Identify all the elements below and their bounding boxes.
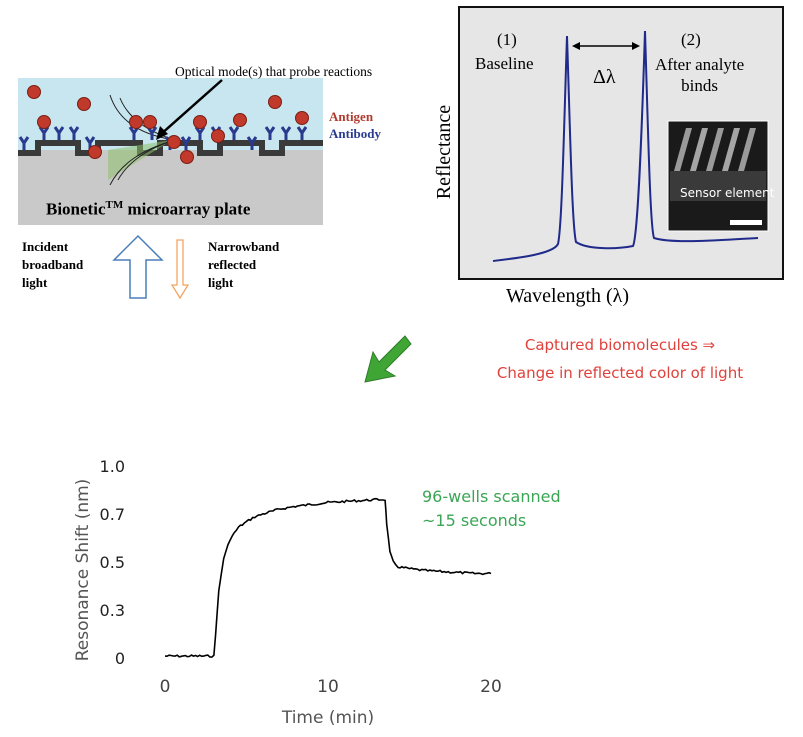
- spectrum-xlabel: Wavelength (λ): [506, 285, 630, 307]
- spectrum-plot: [492, 30, 769, 262]
- reflected-light-arrow: [170, 239, 190, 300]
- biosensor-schematic: [18, 78, 323, 300]
- peak1-number: (1): [497, 30, 517, 49]
- caption-line1: Captured biomolecules ⇒: [524, 336, 716, 354]
- incident-light-label: Incident broadband light: [22, 239, 84, 290]
- shift-arrowhead-right: [632, 42, 640, 50]
- series-line: [164, 497, 492, 658]
- chart-ylabel: Resonance Shift (nm): [73, 479, 93, 662]
- annotation-line1: 96-wells scanned: [422, 487, 561, 506]
- grating-profile: [18, 140, 323, 156]
- antigens: [27, 85, 309, 164]
- y-tick-label: 0.3: [100, 601, 125, 620]
- green-pointer-arrow: [364, 335, 412, 383]
- x-tick-labels: 0 10 20: [160, 677, 502, 697]
- chart-annotation: 96-wells scanned ~15 seconds: [422, 487, 561, 530]
- y-tick-label: 1.0: [100, 457, 125, 476]
- y-tick-label: 0.7: [100, 505, 125, 524]
- reflectance-curve: [492, 30, 759, 262]
- spectrum-ylabel: Reflectance: [433, 104, 455, 200]
- sensor-element-label: Sensor element: [680, 186, 775, 200]
- binding-chart: 0 0.3 0.5 0.7 1.0 0 10 20 Time (min) Res…: [73, 457, 561, 728]
- y-tick-label: 0: [115, 649, 125, 668]
- legend-antibody: Antibody: [329, 126, 382, 141]
- reflected-light-label: Narrowband reflected light: [208, 239, 280, 290]
- callout-arrow: [159, 79, 223, 136]
- x-tick-label: 0: [160, 677, 171, 697]
- chart-xlabel: Time (min): [281, 708, 374, 728]
- y-tick-labels: 0 0.3 0.5 0.7 1.0: [100, 457, 125, 668]
- y-tick-label: 0.5: [100, 553, 125, 572]
- x-tick-label: 10: [317, 677, 339, 697]
- shift-label: Δλ: [593, 66, 616, 88]
- optical-mode-callout: Optical mode(s) that probe reactions: [175, 64, 373, 79]
- caption: Captured biomolecules ⇒ Change in reflec…: [460, 331, 780, 387]
- peak2-label: After analyte binds: [655, 55, 745, 95]
- callout-arrowhead: [156, 126, 168, 140]
- annotation-line2: ~15 seconds: [422, 511, 526, 530]
- x-tick-label: 20: [480, 677, 502, 697]
- sensor-ridges: [670, 128, 766, 201]
- substrate: [18, 150, 323, 225]
- peak1-label: Baseline: [475, 54, 534, 73]
- optical-mode-field: [108, 140, 172, 180]
- peak2-number: (2): [681, 30, 701, 49]
- scale-bar: [730, 220, 762, 225]
- incident-light-arrow: [112, 234, 164, 299]
- legend-antigen: Antigen: [329, 109, 374, 124]
- caption-line2: Change in reflected color of light: [496, 364, 744, 382]
- shift-arrowhead-left: [572, 42, 580, 50]
- plate-label: BioneticTM microarray plate: [46, 199, 251, 219]
